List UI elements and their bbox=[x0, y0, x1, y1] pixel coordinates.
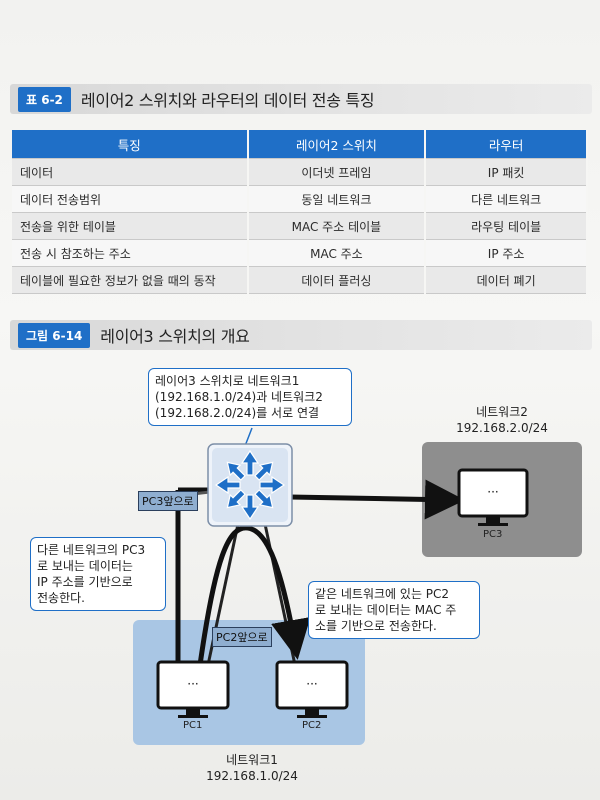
table-cell: IP 주소 bbox=[425, 239, 588, 267]
path-to-pc3 bbox=[289, 479, 465, 520]
top-callout: 레이어3 스위치로 네트워크1 (192.168.1.0/24)과 네트워크2 … bbox=[148, 368, 352, 426]
table-header-l2-switch: 레이어2 스위치 bbox=[247, 130, 427, 159]
table-row: 데이터 이더넷 프레임 IP 패킷 bbox=[12, 158, 588, 186]
layer3-switch-icon bbox=[207, 443, 293, 527]
table-cell: IP 패킷 bbox=[425, 158, 588, 186]
table-section-header: 표 6-2 레이어2 스위치와 라우터의 데이터 전송 특징 bbox=[10, 84, 592, 114]
table-cell: 전송을 위한 테이블 bbox=[12, 212, 249, 240]
table-cell: 동일 네트워크 bbox=[247, 185, 427, 213]
comparison-table: 특징 레이어2 스위치 라우터 데이터 이더넷 프레임 IP 패킷 데이터 전송… bbox=[12, 130, 588, 294]
table-row: 전송을 위한 테이블 MAC 주소 테이블 라우팅 테이블 bbox=[12, 212, 588, 240]
path-pc1-to-pc2 bbox=[197, 525, 311, 666]
network2-subnet: 192.168.2.0/24 bbox=[456, 421, 548, 435]
network2-name: 네트워크2 bbox=[476, 405, 528, 419]
svg-text:···: ··· bbox=[306, 677, 317, 691]
table-cell: MAC 주소 bbox=[247, 239, 427, 267]
table-cell: 데이터 플러싱 bbox=[247, 266, 427, 294]
figure-section-header: 그림 6-14 레이어3 스위치의 개요 bbox=[10, 320, 592, 350]
table-cell: 이더넷 프레임 bbox=[247, 158, 427, 186]
tag-pc2: PC2앞으로 bbox=[212, 627, 272, 647]
table-row: 테이블에 필요한 정보가 없을 때의 동작 데이터 플러싱 데이터 폐기 bbox=[12, 266, 588, 294]
tag-pc3: PC3앞으로 bbox=[138, 491, 198, 511]
pc1-icon: ··· bbox=[156, 660, 230, 718]
pc2-label: PC2 bbox=[302, 720, 322, 731]
table-header-feature: 특징 bbox=[12, 130, 249, 159]
network2-label: 네트워크2 192.168.2.0/24 bbox=[440, 404, 564, 436]
right-callout-line: 소를 기반으로 전송한다. bbox=[315, 619, 437, 633]
left-callout-line: IP 주소를 기반으로 bbox=[37, 575, 133, 589]
table-title: 레이어2 스위치와 라우터의 데이터 전송 특징 bbox=[80, 91, 375, 110]
table-cell: 라우팅 테이블 bbox=[425, 212, 588, 240]
pc2-icon: ··· bbox=[275, 660, 349, 718]
left-callout-line: 로 보내는 데이터는 bbox=[37, 559, 133, 573]
table-header-router: 라우터 bbox=[425, 130, 588, 159]
network1-label: 네트워크1 192.168.1.0/24 bbox=[190, 752, 314, 784]
table-row: 데이터 전송범위 동일 네트워크 다른 네트워크 bbox=[12, 185, 588, 213]
top-callout-line: 레이어3 스위치로 네트워크1 bbox=[155, 374, 300, 388]
left-callout-line: 다른 네트워크의 PC3 bbox=[37, 543, 146, 557]
table-cell: 데이터 폐기 bbox=[425, 266, 588, 294]
left-callout-line: 전송한다. bbox=[37, 591, 85, 605]
table-cell: 데이터 전송범위 bbox=[12, 185, 249, 213]
table-cell: MAC 주소 테이블 bbox=[247, 212, 427, 240]
svg-text:···: ··· bbox=[187, 677, 198, 691]
pc3-label: PC3 bbox=[483, 529, 503, 540]
network1-subnet: 192.168.1.0/24 bbox=[206, 769, 298, 783]
table-cell: 데이터 bbox=[12, 158, 249, 186]
figure-tag: 그림 6-14 bbox=[18, 322, 91, 348]
table-cell: 다른 네트워크 bbox=[425, 185, 588, 213]
svg-text:···: ··· bbox=[487, 485, 498, 499]
pc1-label: PC1 bbox=[183, 720, 203, 731]
network1-name: 네트워크1 bbox=[226, 753, 278, 767]
left-callout: 다른 네트워크의 PC3 로 보내는 데이터는 IP 주소를 기반으로 전송한다… bbox=[30, 537, 166, 611]
right-callout: 같은 네트워크에 있는 PC2 로 보내는 데이터는 MAC 주 소를 기반으로… bbox=[308, 581, 480, 639]
table-cell: 테이블에 필요한 정보가 없을 때의 동작 bbox=[12, 266, 249, 294]
table-header-row: 특징 레이어2 스위치 라우터 bbox=[12, 130, 588, 159]
figure-title: 레이어3 스위치의 개요 bbox=[100, 327, 250, 346]
top-callout-line: (192.168.2.0/24)를 서로 연결 bbox=[155, 406, 320, 420]
right-callout-line: 로 보내는 데이터는 MAC 주 bbox=[315, 603, 457, 617]
table-cell: 전송 시 참조하는 주소 bbox=[12, 239, 249, 267]
pc3-icon: ··· bbox=[457, 468, 529, 526]
table-tag: 표 6-2 bbox=[18, 86, 71, 112]
right-callout-line: 같은 네트워크에 있는 PC2 bbox=[315, 587, 450, 601]
top-callout-line: (192.168.1.0/24)과 네트워크2 bbox=[155, 390, 323, 404]
callout-pointer bbox=[244, 427, 253, 447]
table-row: 전송 시 참조하는 주소 MAC 주소 IP 주소 bbox=[12, 239, 588, 267]
